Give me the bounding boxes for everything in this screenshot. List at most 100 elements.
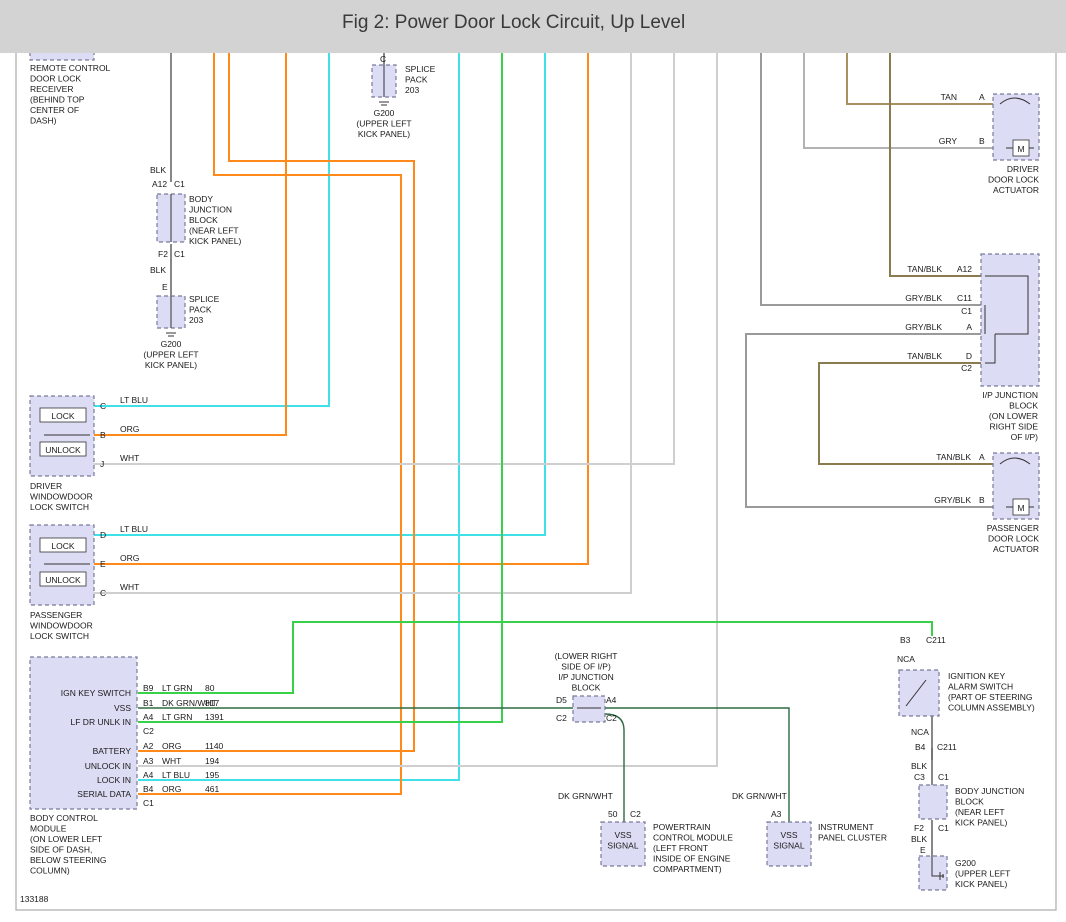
- bcm-pin-name: LF DR UNLK IN: [71, 717, 131, 727]
- pcm-pin: 50: [608, 809, 618, 819]
- pass-motor-label: M: [1017, 503, 1024, 513]
- bcm-label: BODY CONTROL: [30, 813, 98, 823]
- wire-gry-driver-act: [803, 53, 993, 149]
- ipjb-mid-conn-right: C2: [606, 713, 617, 723]
- ipjb-right-box: [980, 253, 1040, 387]
- driver-switch-wire: WHT: [120, 453, 139, 463]
- pass-switch-label: WINDOWDOOR: [30, 621, 93, 631]
- splice-top-conn: C: [380, 54, 386, 64]
- driver-lock-label: LOCK: [51, 411, 74, 421]
- ground-symbol-top: [379, 65, 389, 106]
- driver-switch-wire: ORG: [120, 424, 139, 434]
- wire-tanblk-pass-act: [818, 362, 993, 465]
- remote-receiver-label: CENTER OF: [30, 105, 79, 115]
- pcm-label: COMPARTMENT): [653, 864, 722, 874]
- splice-left-ground-label: G200: [161, 339, 182, 349]
- bjb-left-label: BLOCK: [189, 215, 218, 225]
- wire-org-battery: [138, 53, 415, 752]
- bcm-wire-color: LT BLU: [162, 770, 190, 780]
- pcm-box-text: SIGNAL: [607, 841, 638, 851]
- wire-ltblu-bcm: [138, 53, 460, 781]
- ground-right-box: [918, 855, 948, 891]
- bjb-right-label: BODY JUNCTION: [955, 786, 1024, 796]
- bcm-pin-name: IGN KEY SWITCH: [61, 688, 131, 698]
- pcm-conn: C2: [630, 809, 641, 819]
- pass-switch-wire: ORG: [120, 553, 139, 563]
- bjb-left-pin-bot: F2: [158, 249, 168, 259]
- bcm-conn-c1: C1: [143, 798, 154, 808]
- ipjb-mid-pin-left: D5: [556, 695, 567, 705]
- bcm-circuit-number: 194: [205, 756, 219, 766]
- ipjb-right-internal: [984, 275, 1029, 364]
- remote-receiver-label: RECEIVER: [30, 84, 73, 94]
- splice-left-ground-label: KICK PANEL): [145, 360, 197, 370]
- splice-top-ground-label: G200: [374, 108, 395, 118]
- remote-receiver-label: DOOR LOCK: [30, 74, 81, 84]
- bcm-label: BELOW STEERING: [30, 855, 107, 865]
- driver-motor-icon: [1012, 139, 1030, 157]
- pcm-label: CONTROL MODULE: [653, 833, 733, 843]
- bcm-pin: B4: [143, 784, 154, 794]
- bcm-pin-name: SERIAL DATA: [77, 789, 131, 799]
- pass-unlock-label: UNLOCK: [45, 575, 81, 585]
- bjb-left-label: JUNCTION: [189, 205, 232, 215]
- bjb-right-wire-top: BLK: [911, 761, 927, 771]
- bcm-circuit-number: 80: [205, 683, 215, 693]
- bcm-pin: B9: [143, 683, 154, 693]
- driver-unlock-label: UNLOCK: [45, 445, 81, 455]
- ipjb-right-label: I/P JUNCTION: [982, 390, 1038, 400]
- ipjb-mid-label: BLOCK: [572, 683, 601, 693]
- bjb-left-label: BODY: [189, 194, 213, 204]
- splice-left-ground-label: (UPPER LEFT: [143, 350, 198, 360]
- wire-org-driver: [94, 53, 287, 436]
- header-bar: Fig 2: Power Door Lock Circuit, Up Level: [0, 0, 1066, 53]
- bcm-pin-name: VSS: [114, 703, 131, 713]
- ipjb-right-pin: A12: [957, 264, 972, 274]
- driver-actuator-pin: A: [979, 92, 985, 102]
- bjb-left-wire-bot: BLK: [150, 265, 166, 275]
- pass-actuator-label: ACTUATOR: [993, 544, 1039, 554]
- driver-unlock-key[interactable]: [39, 441, 87, 457]
- wire-gryblk-c11: [760, 53, 985, 306]
- wire-ltgrn-lfdr: [138, 53, 503, 723]
- ipc-label: INSTRUMENT: [818, 822, 874, 832]
- pcm-box: [600, 821, 646, 867]
- ipjb-mid-label: I/P JUNCTION: [558, 672, 614, 682]
- pass-unlock-key[interactable]: [39, 571, 87, 587]
- pass-actuator-wire: TAN/BLK: [936, 452, 971, 462]
- bcm-box: [29, 656, 138, 810]
- driver-switch-label: DRIVER: [30, 481, 62, 491]
- driver-lock-key[interactable]: [39, 407, 87, 423]
- bcm-circuit-number: 1391: [205, 712, 224, 722]
- bjb-right-conn-top: C1: [938, 772, 949, 782]
- ign-switch-nca-bot: NCA: [911, 727, 929, 737]
- bjb-right-label: BLOCK: [955, 797, 984, 807]
- bjb-right-pin-bot: F2: [914, 823, 924, 833]
- wire-dkgrn-pcm: [604, 713, 625, 822]
- bcm-label: MODULE: [30, 824, 67, 834]
- ipc-box-text: SIGNAL: [773, 841, 804, 851]
- splice-top-label: PACK: [405, 75, 428, 85]
- ign-switch-label: IGNITION KEY: [948, 671, 1005, 681]
- bcm-pin-name: UNLOCK IN: [85, 761, 131, 771]
- bcm-wire-color: ORG: [162, 741, 181, 751]
- driver-actuator-label: ACTUATOR: [993, 185, 1039, 195]
- pass-lock-key[interactable]: [39, 537, 87, 553]
- ipjb-right-label: BLOCK: [1009, 401, 1038, 411]
- driver-switch-pin: B: [100, 430, 106, 440]
- ground-right-label: G200: [955, 858, 976, 868]
- bcm-pin-name: LOCK IN: [97, 775, 131, 785]
- ipjb-right-label: (ON LOWER: [989, 411, 1038, 421]
- ipjb-mid-conn-left: C2: [556, 713, 567, 723]
- ign-switch-label: COLUMN ASSEMBLY): [948, 703, 1035, 713]
- bjb-left-pin-top: A12: [152, 179, 167, 189]
- splice-left-label: PACK: [189, 305, 212, 315]
- remote-receiver-label: DASH): [30, 116, 57, 126]
- bjb-left-wire-top: BLK: [150, 165, 166, 175]
- bcm-wire-color: WHT: [162, 756, 181, 766]
- bcm-wire-color: LT GRN: [162, 712, 192, 722]
- wire-ltblu-pass: [94, 53, 546, 536]
- ipjb-right-pin: D: [966, 351, 972, 361]
